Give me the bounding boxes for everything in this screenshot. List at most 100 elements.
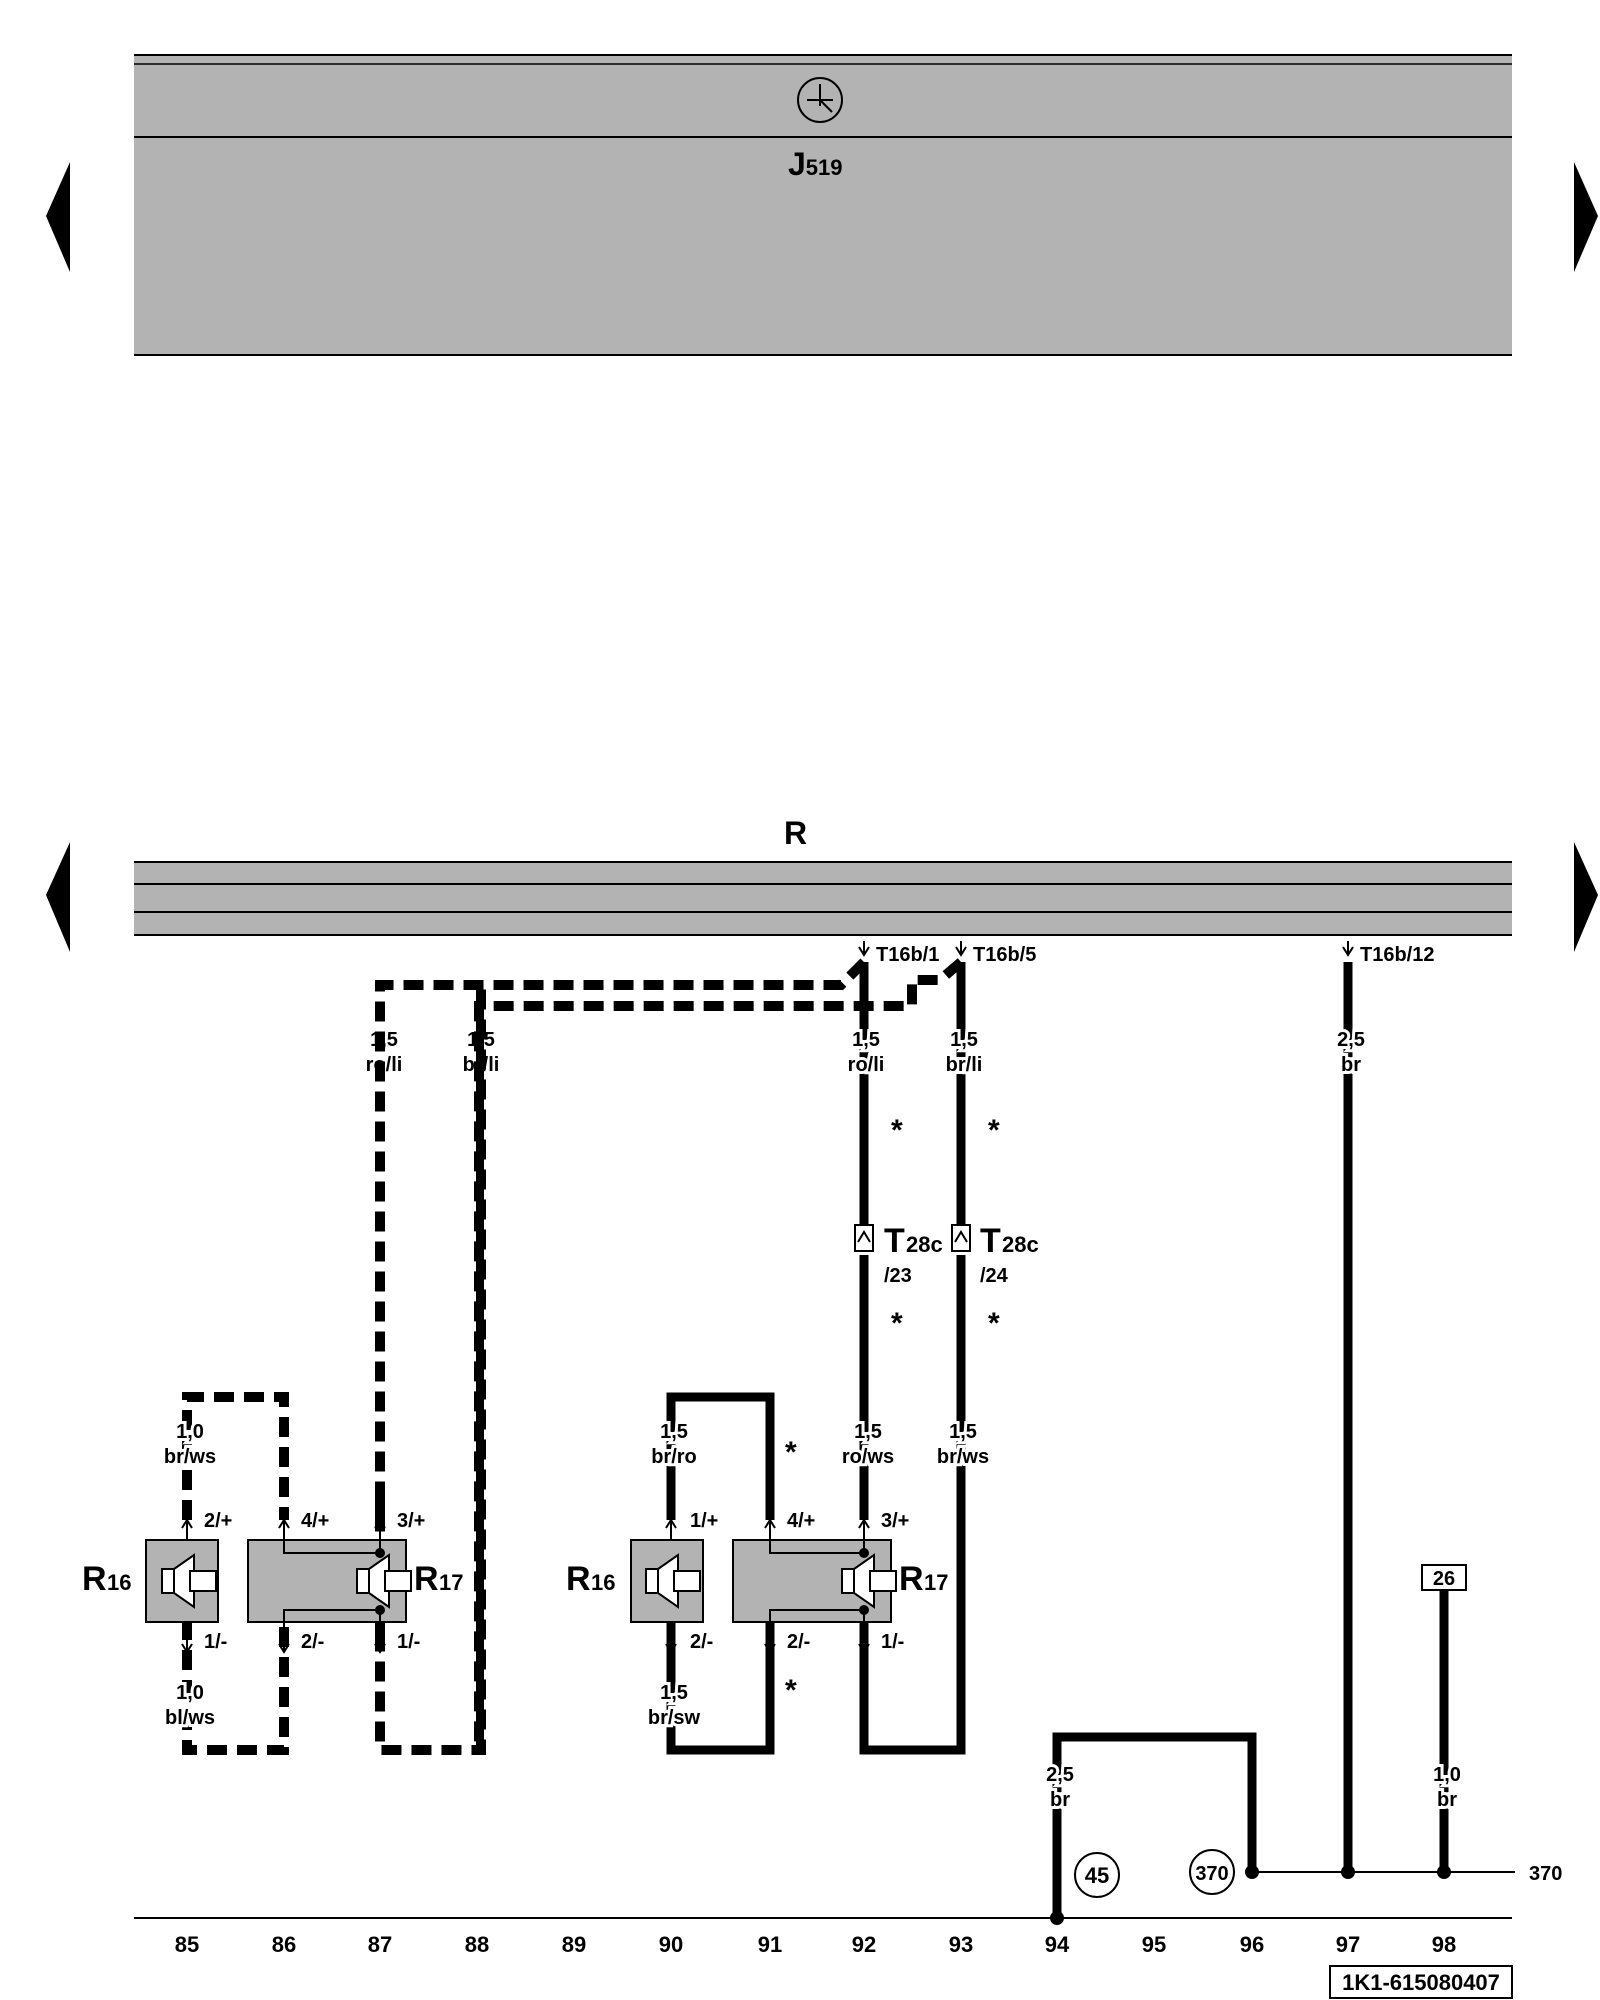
label-br-98: 1,0 br [1430, 1761, 1464, 1814]
connector-t16b-1: T16b/1 [876, 944, 939, 966]
column-number-87: 87 [368, 1932, 392, 1957]
svg-text:26: 26 [1433, 1568, 1455, 1590]
svg-text:T: T [980, 1222, 1001, 1260]
prev-page-arrow-bottom-icon[interactable] [46, 842, 70, 952]
svg-text:/23: /23 [884, 1265, 912, 1287]
wire-bl-ws-dashed [182, 1620, 289, 1755]
pin-r17-right-3plus: 3/+ [881, 1510, 909, 1532]
svg-text:1,0: 1,0 [176, 1682, 204, 1704]
module-j519-label: J519 [788, 146, 843, 182]
label-br-97: 2,5 br [1334, 1026, 1368, 1079]
column-number-92: 92 [852, 1932, 876, 1957]
svg-text:ro/li: ro/li [848, 1054, 885, 1076]
pin-r17-left-2minus: 2/- [301, 1631, 324, 1653]
pin-r17-right-2minus: 2/- [787, 1631, 810, 1653]
svg-text:2,5: 2,5 [1337, 1029, 1365, 1051]
svg-text:28c: 28c [1002, 1232, 1039, 1257]
speaker-r16-left: R 16 [82, 1520, 219, 1640]
svg-text:R: R [566, 1560, 591, 1598]
asterisk-91-b: * [785, 1674, 797, 1707]
svg-text:T: T [884, 1222, 905, 1260]
label-br-ro-90: 1,5 br/ro [648, 1418, 700, 1471]
pin-r16-right-2minus: 2/- [690, 1631, 713, 1653]
column-number-96: 96 [1240, 1932, 1264, 1957]
reference-box-26: 26 [1421, 1564, 1467, 1591]
wire-ro-li-dashed [375, 958, 868, 1755]
svg-text:/24: /24 [980, 1265, 1009, 1287]
prev-page-arrow-top-icon[interactable] [46, 162, 70, 272]
svg-text:45: 45 [1085, 1863, 1109, 1888]
label-br-ws-85: 1,0 br/ws [161, 1418, 219, 1471]
asterisk-91-a: * [785, 1436, 797, 1469]
svg-text:br/li: br/li [463, 1054, 500, 1076]
svg-text:R: R [899, 1560, 924, 1598]
connector-t16b-5: T16b/5 [973, 944, 1036, 966]
ground-point-370: 370 [1189, 1849, 1235, 1895]
svg-text:1,5: 1,5 [854, 1421, 882, 1443]
svg-text:1,5: 1,5 [660, 1682, 688, 1704]
column-number-98: 98 [1432, 1932, 1456, 1957]
svg-text:br/li: br/li [946, 1054, 983, 1076]
svg-text:1K1-615080407: 1K1-615080407 [1342, 1970, 1500, 1995]
svg-text:R: R [82, 1560, 107, 1598]
column-number-86: 86 [272, 1932, 296, 1957]
label-br-ws-93: 1,5 br/ws [934, 1418, 992, 1471]
svg-text:2,5: 2,5 [1046, 1764, 1074, 1786]
column-number-95: 95 [1142, 1932, 1166, 1957]
wire-br-ws-93 [859, 1255, 966, 1755]
pin-r17-left-4plus: 4/+ [301, 1510, 329, 1532]
svg-text:br/ws: br/ws [937, 1446, 989, 1468]
svg-text:1,5: 1,5 [852, 1029, 880, 1051]
next-page-arrow-bottom-icon[interactable] [1574, 842, 1598, 952]
ground-point-45: 45 [1074, 1852, 1120, 1898]
wire-br-sw-90 [666, 1620, 775, 1755]
svg-text:1,0: 1,0 [176, 1421, 204, 1443]
svg-text:bl/ws: bl/ws [165, 1707, 215, 1729]
svg-text:ro/li: ro/li [366, 1054, 403, 1076]
column-number-89: 89 [562, 1932, 586, 1957]
connector-t28c-23: T 28c /23 [854, 1222, 943, 1287]
asterisk-93-b: * [988, 1307, 1000, 1340]
svg-text:br: br [1050, 1789, 1070, 1811]
label-ro-li-right: 1,5 ro/li [845, 1026, 888, 1079]
svg-text:17: 17 [439, 1570, 463, 1595]
asterisk-92-b: * [891, 1307, 903, 1340]
radio-module-r: R [134, 815, 1512, 936]
next-page-arrow-top-icon[interactable] [1574, 162, 1598, 272]
svg-text:br/ro: br/ro [651, 1446, 697, 1468]
label-br-li-left: 1,5 br/li [463, 1029, 500, 1076]
column-number-97: 97 [1336, 1932, 1360, 1957]
svg-text:1,5: 1,5 [467, 1029, 495, 1051]
label-br-li-right: 1,5 br/li [943, 1026, 986, 1079]
pin-r17-left-3plus: 3/+ [397, 1510, 425, 1532]
label-br-sw-90: 1,5 br/sw [645, 1679, 704, 1732]
speaker-r17-right: R 17 [732, 1520, 948, 1640]
label-ro-li-left: 1,5 ro/li [366, 1029, 403, 1076]
pin-r17-left-1minus: 1/- [397, 1631, 420, 1653]
svg-text:1,5: 1,5 [660, 1421, 688, 1443]
svg-text:1,5: 1,5 [370, 1029, 398, 1051]
speaker-r16-right: R 16 [566, 1520, 704, 1640]
svg-text:br/sw: br/sw [648, 1707, 701, 1729]
pin-r17-right-4plus: 4/+ [787, 1510, 815, 1532]
column-number-91: 91 [758, 1932, 782, 1957]
connector-t28c-24: T 28c /24 [951, 1222, 1039, 1287]
column-number-88: 88 [465, 1932, 489, 1957]
svg-text:br: br [1437, 1789, 1457, 1811]
svg-text:ro/ws: ro/ws [842, 1446, 894, 1468]
asterisk-92-a: * [891, 1114, 903, 1147]
wire-br-li-dashed [474, 958, 965, 1746]
wire-br-ro-90 [666, 1392, 775, 1520]
pin-r16-left-2plus: 2/+ [204, 1510, 232, 1532]
pin-r16-left-1minus: 1/- [204, 1631, 227, 1653]
svg-text:16: 16 [107, 1570, 131, 1595]
svg-text:R: R [414, 1560, 439, 1598]
svg-text:1,5: 1,5 [950, 1029, 978, 1051]
svg-text:1,0: 1,0 [1433, 1764, 1461, 1786]
label-br-94: 2,5 br [1043, 1761, 1077, 1814]
svg-text:1,5: 1,5 [949, 1421, 977, 1443]
ground-line-370-label: 370 [1529, 1863, 1562, 1885]
speaker-r17-left: R 17 [247, 1520, 463, 1640]
